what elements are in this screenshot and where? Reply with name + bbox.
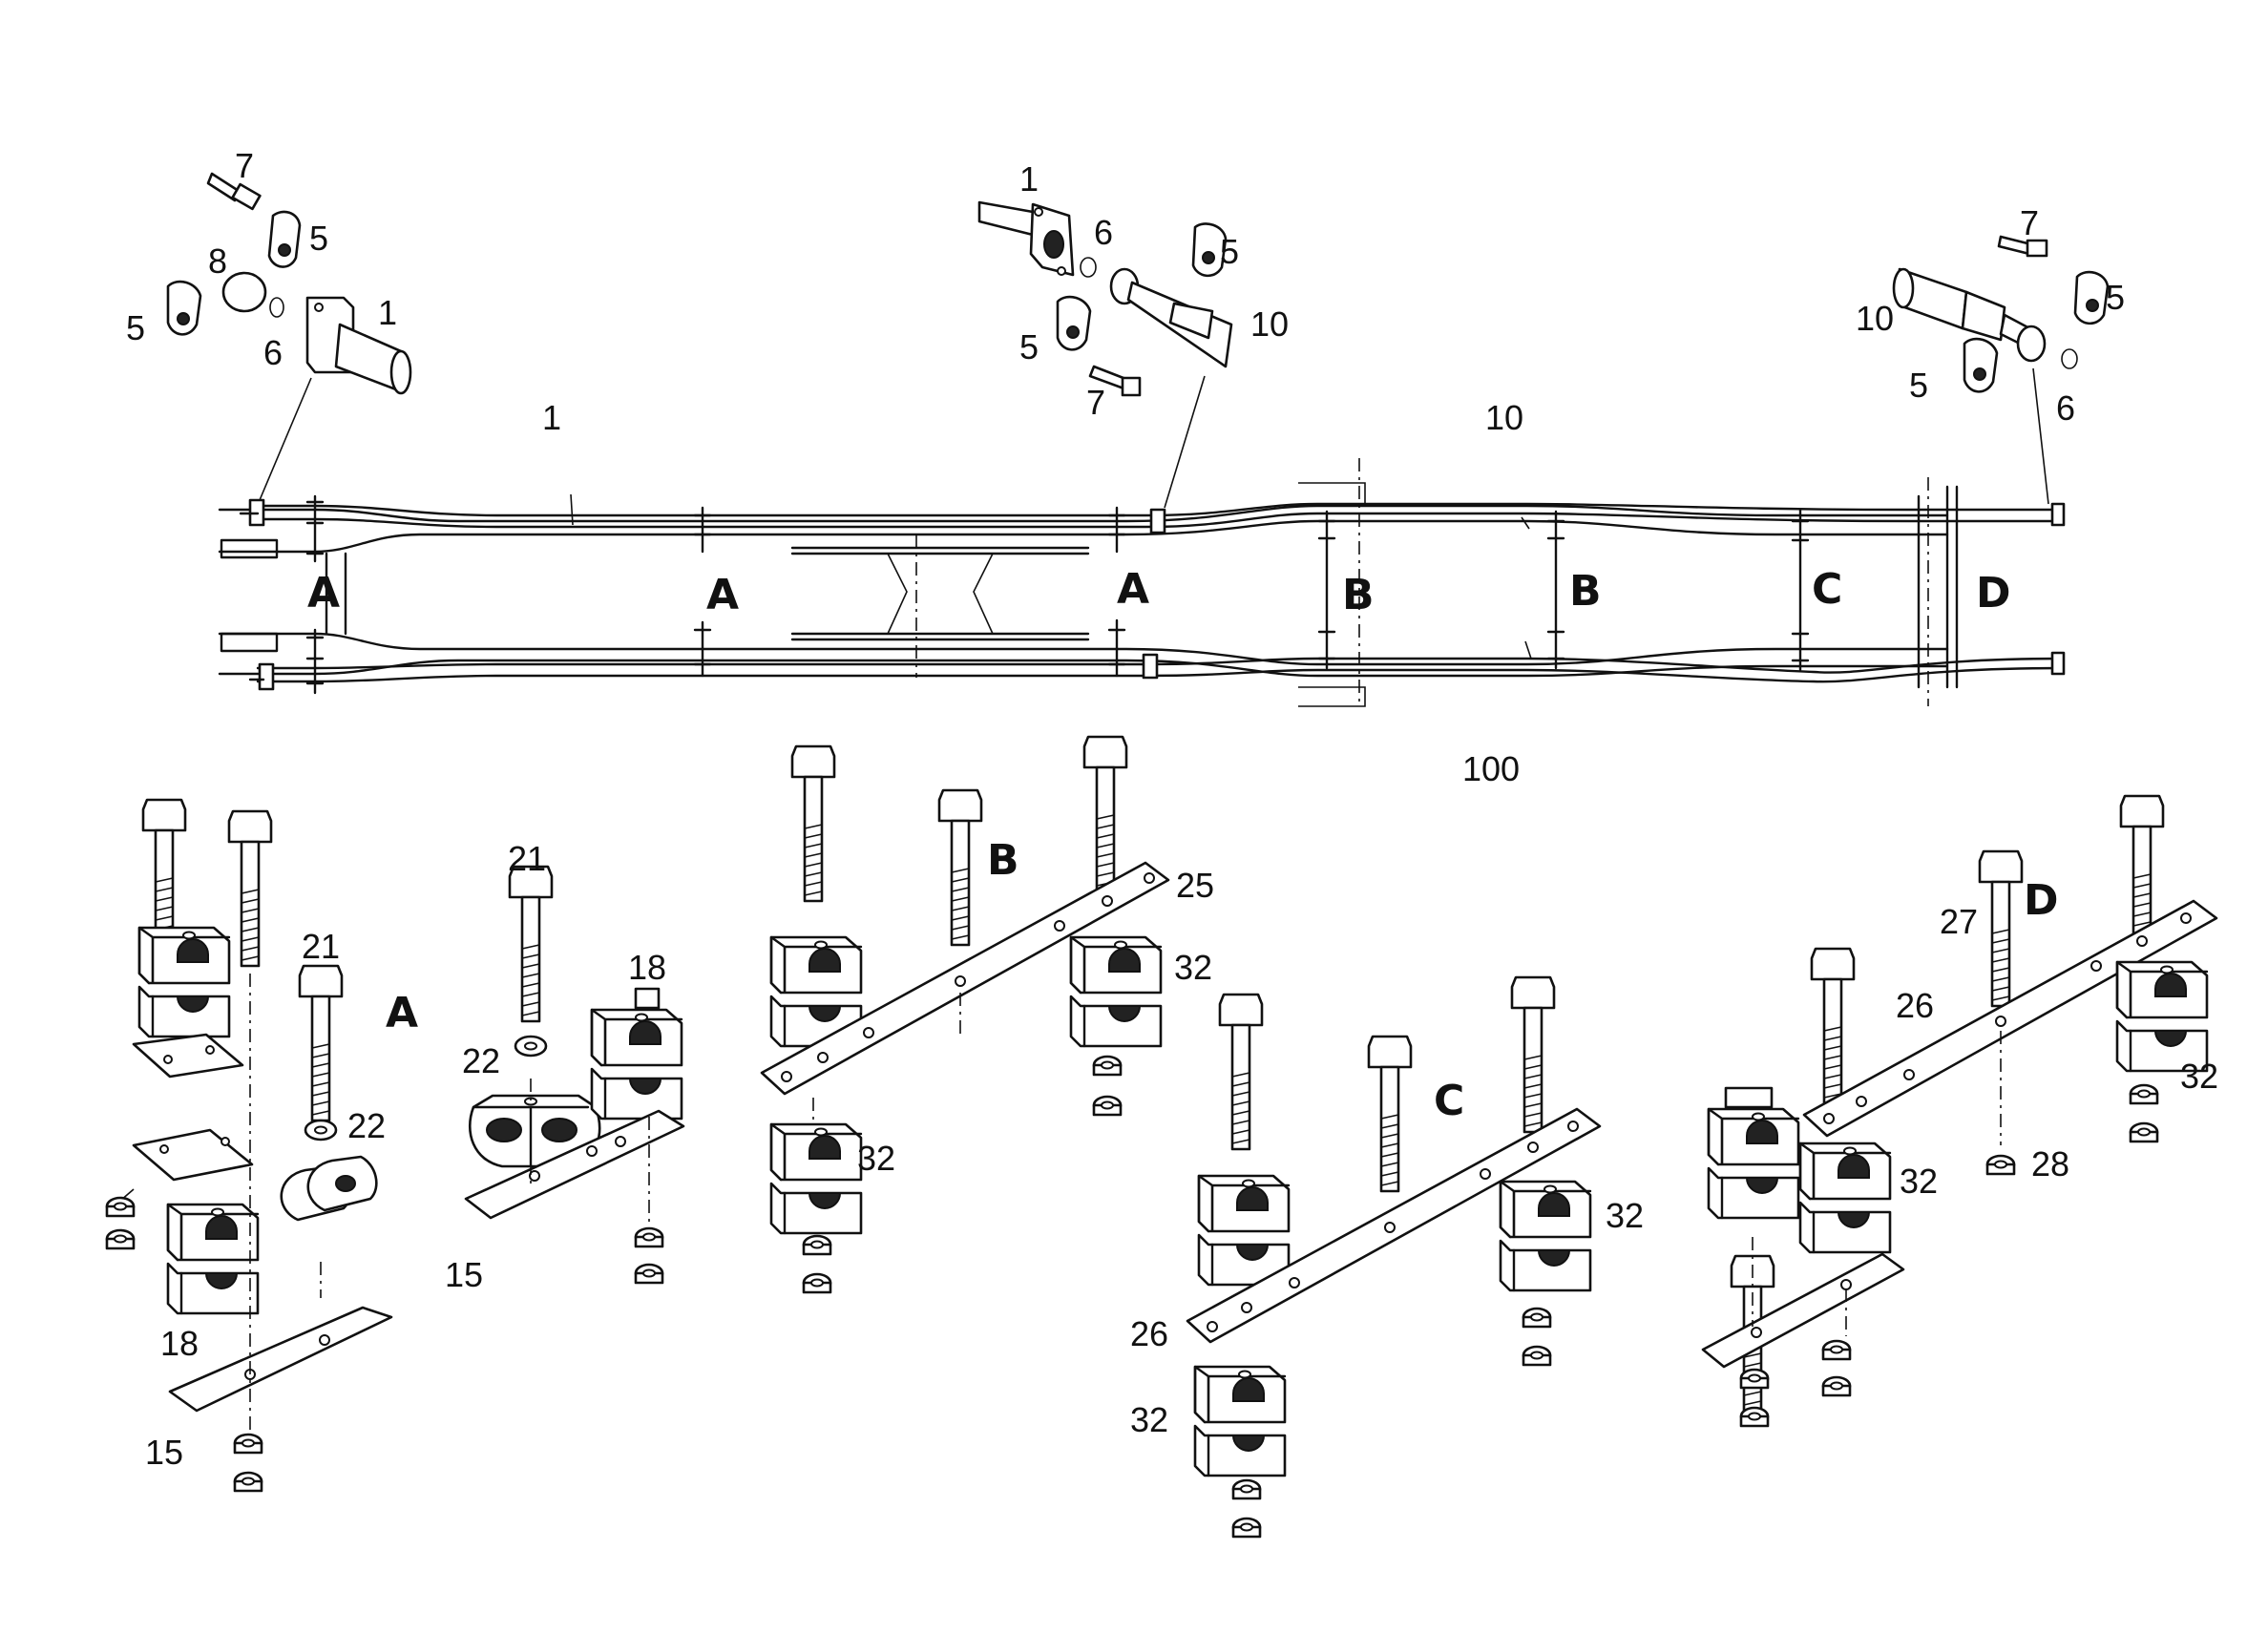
section-letters: A A A B B C D A B C D bbox=[307, 565, 2059, 1125]
frame-section-b: B bbox=[1342, 571, 1375, 619]
callout-32: 32 bbox=[857, 1139, 895, 1178]
callout-32: 32 bbox=[1130, 1400, 1168, 1439]
callout-5: 5 bbox=[126, 308, 145, 347]
callout-18: 18 bbox=[628, 948, 666, 987]
callout-1: 1 bbox=[1019, 159, 1039, 199]
callout-7: 7 bbox=[2020, 203, 2039, 242]
callout-18: 18 bbox=[160, 1324, 199, 1363]
callout-10: 10 bbox=[1250, 304, 1289, 344]
frame-section-c: C bbox=[1812, 565, 1842, 614]
callout-32: 32 bbox=[1900, 1162, 1938, 1201]
detail-a-second-clamp bbox=[464, 865, 685, 1285]
callout-32: 32 bbox=[1174, 948, 1212, 987]
callout-6: 6 bbox=[2056, 388, 2075, 428]
callout-1: 1 bbox=[378, 293, 397, 332]
frame-section-a: A bbox=[307, 569, 340, 618]
callout-27: 27 bbox=[1940, 902, 1978, 941]
callout-5: 5 bbox=[1220, 232, 1239, 271]
detail-c-clamp-assembly bbox=[1186, 975, 1602, 1539]
detail-b-clamp-assembly bbox=[760, 735, 1170, 1294]
callout-26: 26 bbox=[1896, 986, 1934, 1025]
fitting-right-explode bbox=[1892, 235, 2110, 393]
detail-a-clamp-assembly bbox=[105, 798, 393, 1493]
detail-label-d: D bbox=[2024, 876, 2059, 925]
callout-22: 22 bbox=[347, 1106, 386, 1145]
callout-5: 5 bbox=[2106, 278, 2125, 317]
callout-21: 21 bbox=[302, 927, 340, 966]
callout-32: 32 bbox=[2180, 1057, 2218, 1096]
callout-32: 32 bbox=[1606, 1196, 1644, 1235]
callout-15: 15 bbox=[445, 1255, 483, 1294]
callout-22: 22 bbox=[462, 1041, 500, 1080]
callout-10: 10 bbox=[1856, 299, 1894, 338]
frame-section-b: B bbox=[1569, 567, 1602, 616]
detail-label-b: B bbox=[987, 836, 1019, 885]
fitting-left-explode bbox=[166, 172, 412, 395]
callout-6: 6 bbox=[263, 333, 283, 372]
callout-5: 5 bbox=[1019, 327, 1039, 367]
frame-section-d: D bbox=[1976, 569, 2011, 618]
callout-15: 15 bbox=[145, 1433, 183, 1472]
frame-assembly bbox=[218, 367, 2066, 707]
frame-section-a: A bbox=[1117, 565, 1149, 614]
callout-6: 6 bbox=[1094, 213, 1113, 252]
callout-10: 10 bbox=[1485, 398, 1523, 437]
callout-5: 5 bbox=[309, 219, 328, 258]
detail-d-clamp-assembly bbox=[1701, 794, 2218, 1428]
part-number-callouts: 7 5 8 5 6 1 1 6 5 10 5 7 7 5 10 5 6 1 10… bbox=[126, 146, 2218, 1472]
callout-28: 28 bbox=[2031, 1144, 2069, 1184]
callout-25: 25 bbox=[1176, 866, 1214, 905]
callout-7: 7 bbox=[1086, 383, 1105, 422]
callout-8: 8 bbox=[208, 241, 227, 281]
frame-section-a: A bbox=[706, 571, 739, 619]
callout-7: 7 bbox=[235, 146, 254, 185]
callout-26: 26 bbox=[1130, 1314, 1168, 1353]
fitting-middle-explode bbox=[977, 200, 1233, 397]
callout-1: 1 bbox=[542, 398, 561, 437]
callout-100: 100 bbox=[1462, 749, 1520, 788]
callout-5: 5 bbox=[1909, 366, 1928, 405]
detail-label-a: A bbox=[386, 989, 418, 1037]
detail-label-c: C bbox=[1434, 1077, 1464, 1125]
callout-21: 21 bbox=[508, 839, 546, 878]
